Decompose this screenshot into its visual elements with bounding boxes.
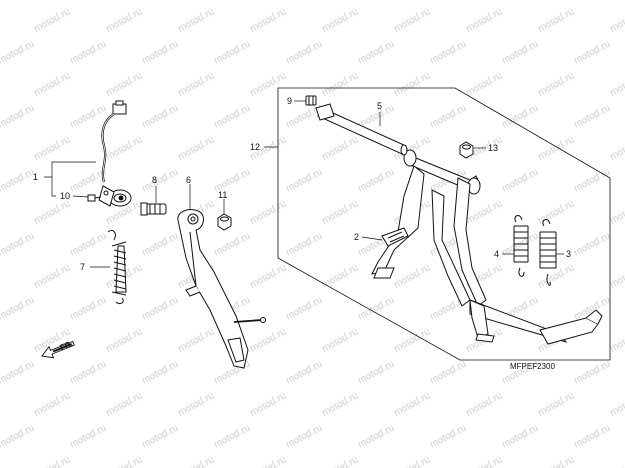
main-stand-spring-3 xyxy=(539,219,557,286)
callout-1: 1 xyxy=(33,172,38,182)
sidestand-spring-7 xyxy=(107,229,127,305)
center-stand-group-box xyxy=(277,87,611,361)
diagram-code: MFPEF2300 xyxy=(510,362,555,371)
callout-2: 2 xyxy=(354,232,359,242)
callout-8: 8 xyxy=(152,175,157,185)
main-stand-shaft-5 xyxy=(315,103,408,156)
side-stand-6 xyxy=(177,209,266,369)
bolt-9 xyxy=(305,95,317,106)
nut-13 xyxy=(459,141,474,159)
callout-4: 4 xyxy=(494,249,499,259)
callout-3: 3 xyxy=(566,249,571,259)
callout-5: 5 xyxy=(377,101,382,111)
callout-6: 6 xyxy=(186,175,191,185)
callout-13: 13 xyxy=(488,143,498,153)
front-direction-arrow-icon: FR. xyxy=(41,339,75,359)
callout-7: 7 xyxy=(80,262,85,272)
callout-9: 9 xyxy=(287,96,292,106)
nut-11 xyxy=(217,213,232,231)
bolt-10 xyxy=(87,194,102,202)
callout-12: 12 xyxy=(250,142,260,152)
pivot-bolt-8 xyxy=(140,202,167,216)
main-stand-2 xyxy=(371,149,603,345)
callout-10: 10 xyxy=(60,191,70,201)
sidestand-switch xyxy=(98,100,132,207)
leader-lines xyxy=(44,100,564,268)
direction-label: FR. xyxy=(59,339,74,352)
callout-11: 11 xyxy=(218,190,227,200)
main-stand-spring-4 xyxy=(513,215,529,277)
